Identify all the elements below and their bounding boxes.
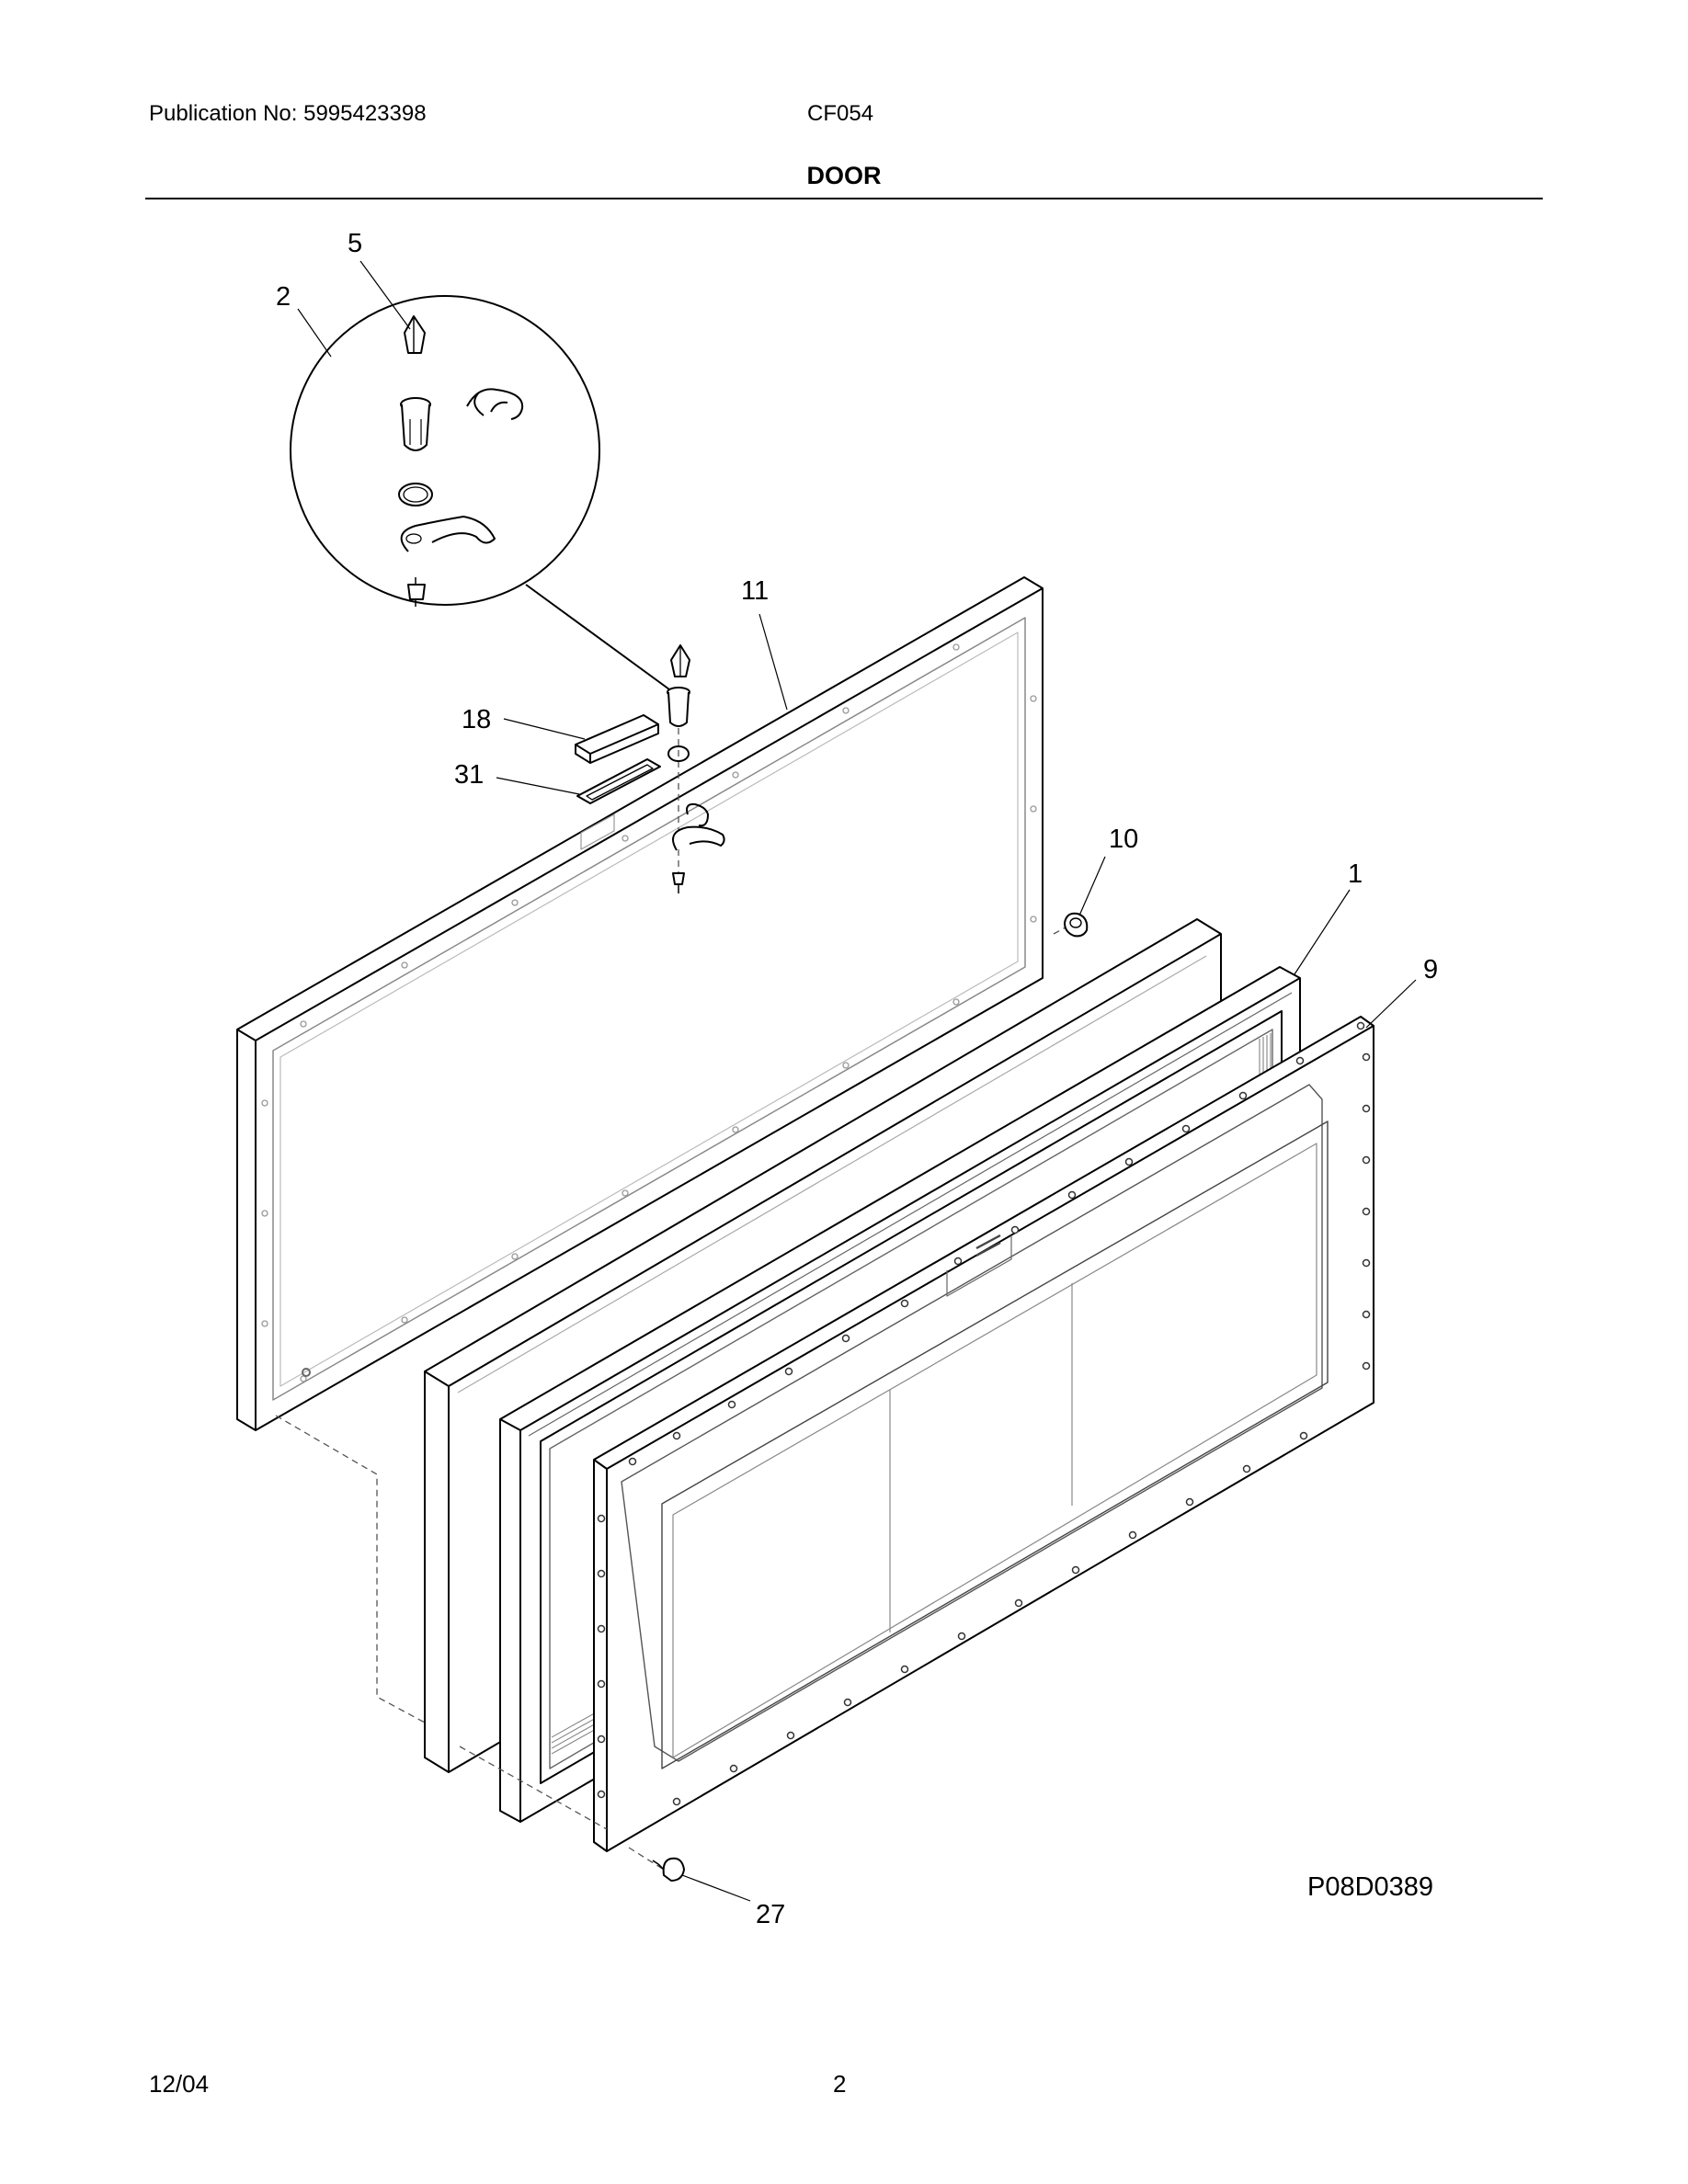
alignment-lines [275, 717, 1075, 1871]
callout-10: 10 [1109, 825, 1138, 854]
publication-number: Publication No: 5995423398 [149, 101, 427, 126]
lock-assembly [667, 644, 725, 893]
callout-18: 18 [462, 705, 491, 734]
callout-31: 31 [454, 760, 484, 790]
part-11-door-liner [236, 576, 1044, 1431]
figure-id: P08D0389 [1307, 1872, 1433, 1902]
callout-11: 11 [741, 576, 769, 606]
header-rule [145, 198, 1543, 199]
lock-detail-circle [290, 295, 670, 690]
footer-date: 12/04 [149, 2070, 210, 2098]
callout-27: 27 [756, 1900, 785, 1929]
leader-lines [297, 260, 1417, 1902]
part-10-bumper [1064, 912, 1089, 938]
callout-1: 1 [1348, 859, 1363, 889]
callout-2: 2 [276, 282, 291, 312]
section-title: DOOR [806, 162, 882, 189]
footer-page-number: 2 [833, 2070, 847, 2098]
callout-5: 5 [348, 229, 362, 258]
part-18-handle [575, 714, 659, 764]
part-27-screw [652, 1857, 685, 1882]
part-31-handle-gasket [576, 758, 661, 804]
part-9-outer-door-panel [593, 1016, 1374, 1852]
model-number: CF054 [807, 101, 874, 126]
callout-9: 9 [1423, 955, 1438, 984]
